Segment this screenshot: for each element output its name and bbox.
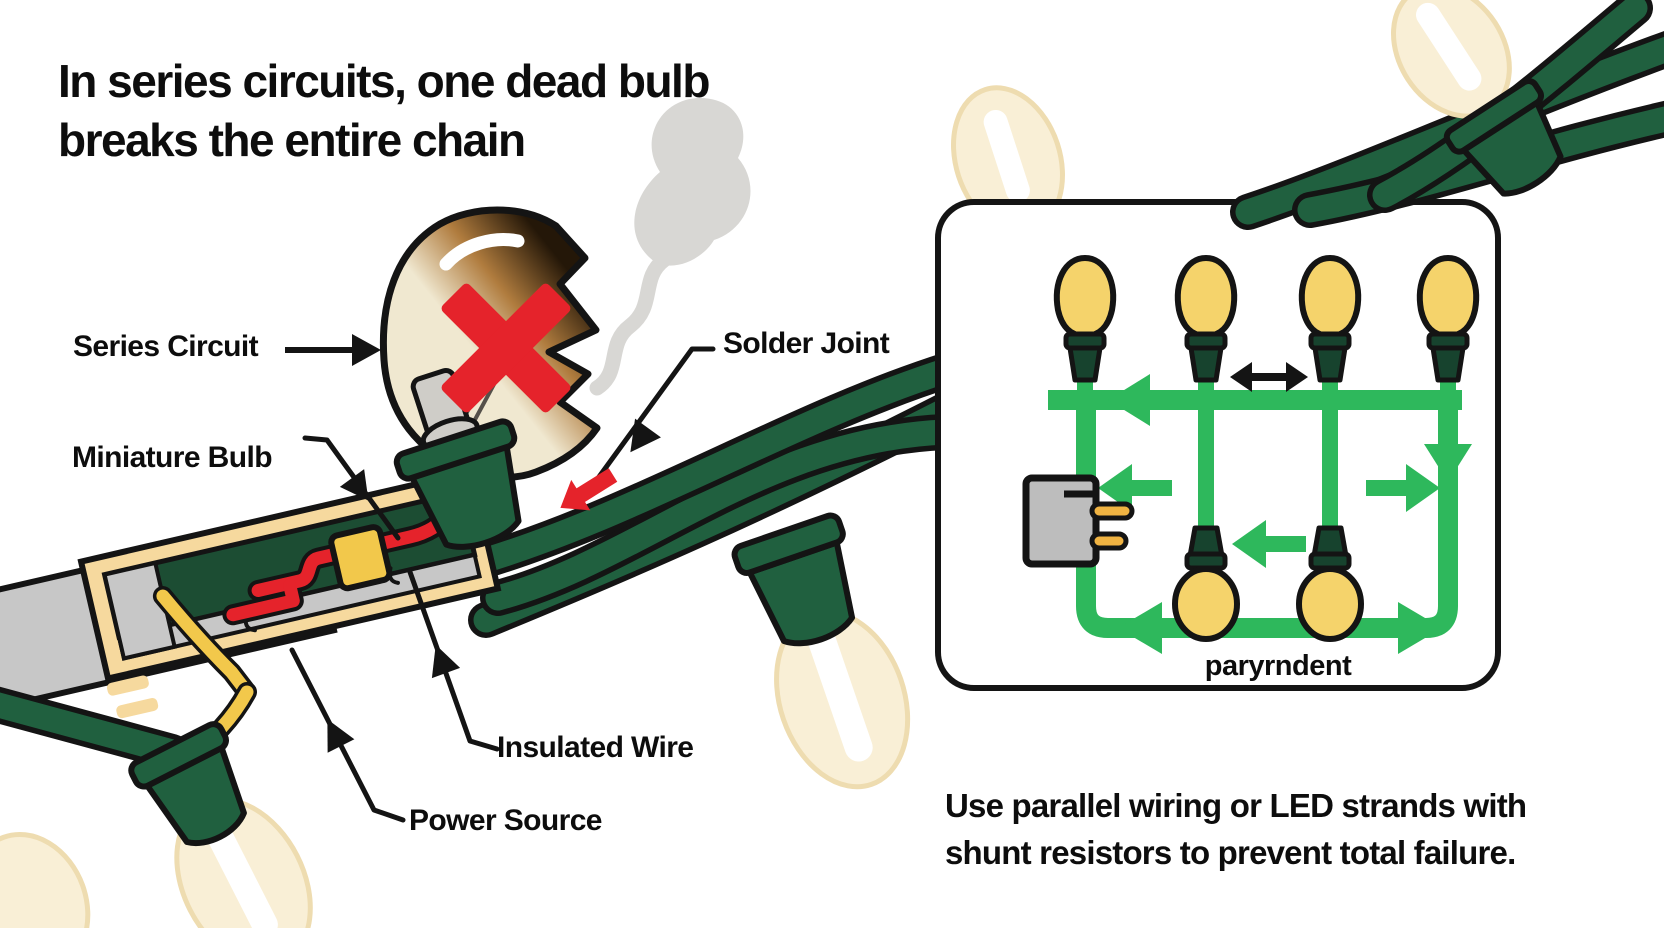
fuse <box>328 524 393 592</box>
callout-power-source: Power Source <box>409 804 602 837</box>
power-source-arrow <box>289 647 406 823</box>
flow-arrow-bottom-right <box>1398 602 1442 654</box>
callout-series-circuit: Series Circuit <box>73 330 259 363</box>
bulb-socket <box>393 418 522 550</box>
flow-arrow-bottom-left <box>1118 602 1162 654</box>
plug-prongs <box>106 675 159 719</box>
circuit-bulb-hanging-2 <box>1296 525 1364 642</box>
hanging-bulb <box>731 512 911 790</box>
footer-line1: Use parallel wiring or LED strands with <box>945 787 1527 824</box>
corner-hanging-bulb <box>128 721 313 928</box>
circuit-loop <box>1076 402 1458 638</box>
series-circuit-arrow <box>285 334 381 366</box>
parallel-circuit-diagram <box>1022 255 1480 654</box>
panel-caption: paryrndent <box>1204 650 1352 682</box>
circuit-bulb-top-4 <box>1416 255 1480 383</box>
dead-bulb <box>379 206 601 550</box>
glass-highlight <box>439 233 525 271</box>
circuit-plug <box>1022 474 1135 568</box>
flow-arrow-center <box>1232 520 1306 568</box>
strand-tail-wire <box>0 686 190 770</box>
flow-arrow-right-down <box>1424 444 1472 482</box>
page-title-line1: In series circuits, one dead bulb <box>58 55 710 107</box>
circuit-bulb-top-1 <box>1053 255 1117 383</box>
flow-arrow-left-top <box>1108 374 1150 426</box>
insulated-wire-arrow <box>407 569 500 752</box>
background-bulb <box>951 85 1065 235</box>
callout-insulated-wire: Insulated Wire <box>497 731 694 764</box>
red-x-icon <box>441 283 571 413</box>
light-strand-wire <box>448 352 968 638</box>
solder-red-arrow-icon <box>560 468 618 511</box>
flow-arrow-mid-right <box>1366 464 1440 512</box>
callout-solder-joint: Solder Joint <box>723 327 890 360</box>
corner-bulb <box>0 831 91 928</box>
yellow-wire <box>152 586 257 702</box>
miniature-bulb-arrow <box>302 435 401 541</box>
flow-arrow-mid-left <box>1098 464 1172 512</box>
top-right-bulb <box>1391 0 1564 197</box>
double-headed-arrow-icon <box>1230 362 1308 392</box>
circuit-bulb-top-2 <box>1174 255 1238 383</box>
circuit-bulb-top-3 <box>1298 255 1362 383</box>
circuit-bulb-hanging-1 <box>1172 525 1240 642</box>
solder-joint-arrow <box>585 346 716 495</box>
smoke-icon <box>589 98 751 396</box>
page-title-line2: breaks the entire chain <box>58 114 526 166</box>
callout-miniature-bulb: Miniature Bulb <box>72 441 273 474</box>
footer-line2: shunt resistors to prevent total failure… <box>945 834 1516 871</box>
